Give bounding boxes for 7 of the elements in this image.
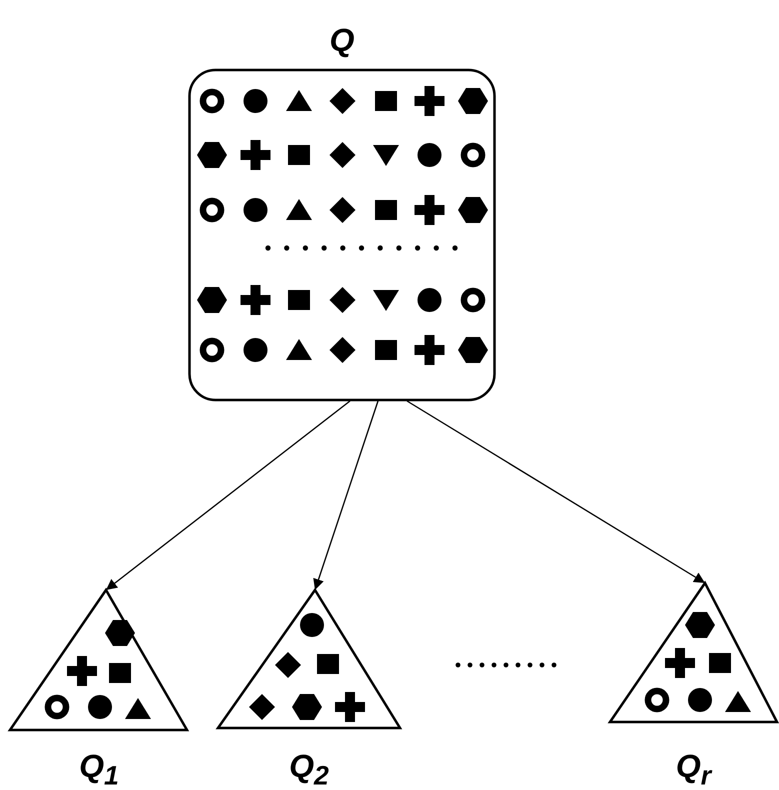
node-label: Q$_{1}$ — [79, 748, 119, 790]
arrow — [313, 400, 379, 590]
node-label: Q$_{2}$ — [289, 748, 329, 790]
arrow — [406, 400, 706, 584]
arrow — [106, 400, 350, 591]
node-label: Q — [330, 22, 354, 58]
node-label: Q$_{r}$ — [676, 748, 712, 790]
